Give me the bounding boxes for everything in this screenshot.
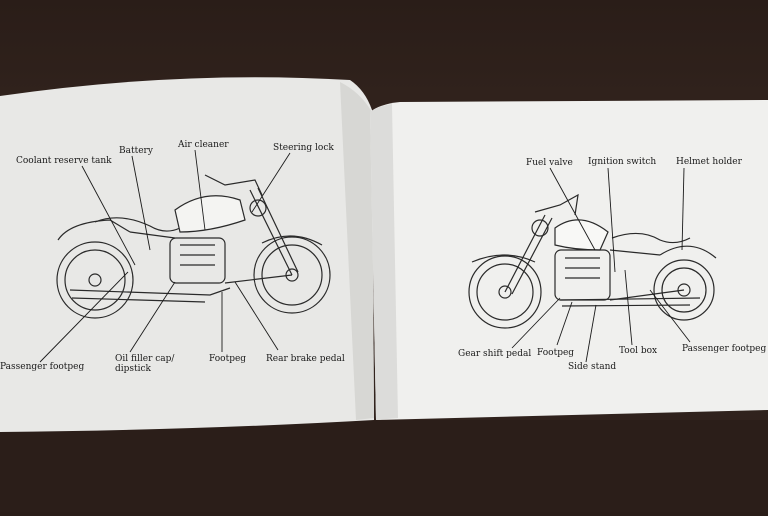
label-passenger-footpeg-right: Passenger footpeg <box>682 344 767 354</box>
label-oil-filler-cap: Oil filler cap/ dipstick <box>115 354 175 374</box>
label-passenger-footpeg-left: Passenger footpeg <box>0 362 85 372</box>
label-fuel-valve: Fuel valve <box>526 158 573 168</box>
table-surface <box>0 420 768 512</box>
label-footpeg-left: Footpeg <box>209 354 247 364</box>
label-gear-shift-pedal: Gear shift pedal <box>458 349 532 359</box>
left-leader-lines <box>39 149 291 363</box>
right-page <box>370 100 768 420</box>
label-rear-brake-pedal: Rear brake pedal <box>266 354 345 364</box>
right-motorcycle-drawing <box>468 193 717 329</box>
left-gutter <box>340 82 374 420</box>
label-helmet-holder: Helmet holder <box>676 157 742 167</box>
label-air-cleaner: Air cleaner <box>178 140 229 150</box>
right-leader-lines <box>511 167 691 363</box>
right-gutter <box>370 104 398 420</box>
label-ignition-switch: Ignition switch <box>588 157 657 167</box>
label-coolant-reserve-tank: Coolant reserve tank <box>16 156 112 166</box>
label-footpeg-right: Footpeg <box>537 348 575 358</box>
label-battery: Battery <box>119 146 153 156</box>
label-steering-lock: Steering lock <box>273 143 334 153</box>
label-side-stand: Side stand <box>568 362 617 372</box>
label-tool-box: Tool box <box>619 346 658 356</box>
